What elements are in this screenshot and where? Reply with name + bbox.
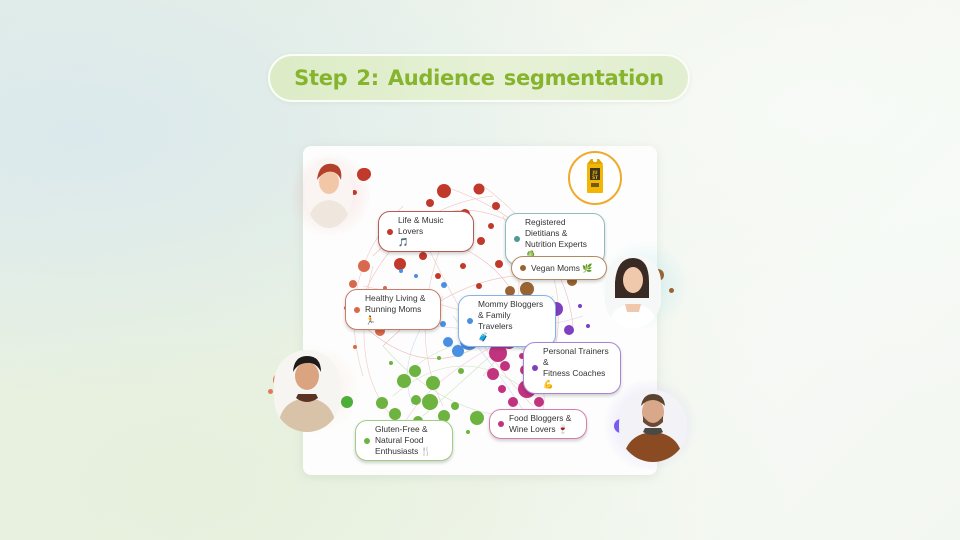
segment-dot [520,265,526,271]
segment-dot [467,318,473,324]
just-egg-carton-icon: JU ST [587,157,603,193]
persona-red-hair-woman-avatar [305,158,353,228]
segment-dot [387,228,393,235]
segment-text: Gluten-Free & Natural Food Enthusiasts 🍴 [375,424,432,456]
segment-text: Personal Trainers & Fitness Coaches 💪 [543,346,609,389]
persona-smiling-man-avatar [274,350,340,432]
decor-bubble [357,168,370,181]
segment-label-gluten-free[interactable]: Gluten-Free & Natural Food Enthusiasts 🍴 [355,420,453,461]
decor-bubble [669,288,674,293]
segment-text: Mommy Bloggers & Family Travelers 🧳 [478,299,544,342]
segment-text: Food Bloggers & Wine Lovers 🍷 [509,413,572,434]
step-title: Step 2: Audience segmentation [294,66,664,90]
decor-bubble [268,389,273,394]
segment-label-healthy-living[interactable]: Healthy Living & Running Moms 🏃 [345,289,441,330]
segment-dot [532,365,538,371]
segment-label-mommy-bloggers[interactable]: Mommy Bloggers & Family Travelers 🧳 [458,295,556,347]
segment-dot [364,437,370,444]
segment-label-life-music[interactable]: Life & Music Lovers 🎵 [378,211,474,252]
brand-logo: JU ST [568,151,622,205]
decor-bubble [352,190,357,195]
persona-bearded-man-avatar [619,390,687,462]
svg-text:ST: ST [592,175,598,180]
segment-label-vegan-moms[interactable]: Vegan Moms 🌿 [511,256,607,280]
segment-label-personal-trainers[interactable]: Personal Trainers & Fitness Coaches 💪 [523,342,621,394]
segment-dot [354,306,360,313]
segment-label-food-bloggers[interactable]: Food Bloggers & Wine Lovers 🍷 [489,409,587,439]
segment-text: Registered Dietitians & Nutrition Expert… [525,217,587,260]
persona-brunette-woman-avatar [605,254,661,328]
segment-dot [498,421,504,427]
step-title-pill: Step 2: Audience segmentation [268,54,690,102]
segment-text: Vegan Moms 🌿 [531,262,593,273]
decor-bubble [341,396,353,408]
segment-dot [514,236,520,242]
segment-text: Healthy Living & Running Moms 🏃 [365,293,426,325]
svg-text:JU: JU [592,170,599,175]
segment-text: Life & Music Lovers 🎵 [398,215,444,247]
